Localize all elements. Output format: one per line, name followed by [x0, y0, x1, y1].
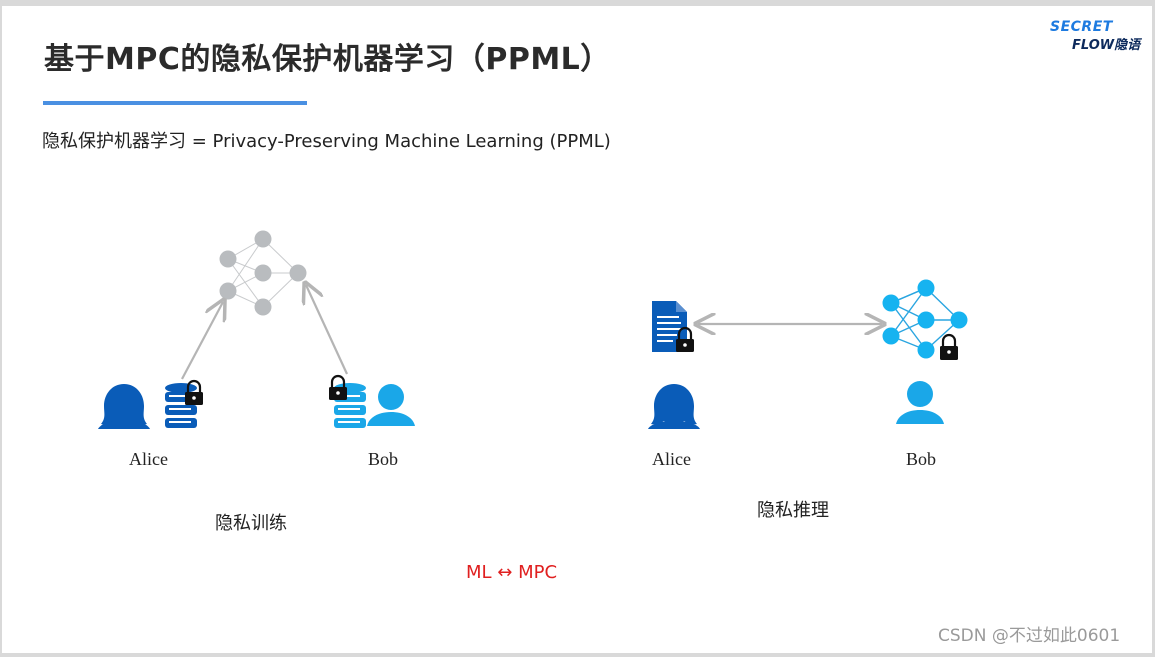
- alice-database-icon: [165, 383, 197, 428]
- diagram-canvas: [98, 230, 968, 429]
- alice-to-model-arrow: [181, 302, 223, 380]
- definition-text: 隐私保护机器学习 = Privacy-Preserving Machine Le…: [42, 131, 611, 152]
- bob-to-model-arrow: [306, 285, 348, 375]
- logo-top-text: SECRET: [1050, 19, 1113, 35]
- inference-section-label: 隐私推理: [757, 500, 829, 521]
- csdn-watermark: CSDN @不过如此0601: [938, 626, 1121, 646]
- slide: 基于MPC的隐私保护机器学习（PPML） SECRET FLOW隐语 隐私保护机…: [2, 6, 1152, 653]
- training-bob-label: Bob: [368, 449, 399, 469]
- bob-data-lock-icon: [329, 374, 347, 400]
- bob-inference-person-icon: [896, 381, 944, 424]
- secretflow-logo: SECRET FLOW隐语: [1050, 19, 1146, 53]
- bob-model-lock-icon: [940, 333, 958, 360]
- title-underline: [43, 101, 307, 105]
- bob-person-icon: [367, 384, 415, 426]
- logo-bottom-text: FLOW隐语: [1072, 38, 1141, 53]
- inference-alice-label: Alice: [652, 449, 691, 469]
- training-section-label: 隐私训练: [215, 513, 287, 534]
- alice-input-lock-icon: [676, 326, 694, 352]
- inference-bob-label: Bob: [906, 449, 937, 469]
- alice-inference-person-icon: [648, 384, 700, 429]
- ml-mpc-caption: ML ↔ MPC: [466, 562, 558, 583]
- training-alice-label: Alice: [129, 449, 168, 469]
- alice-data-lock-icon: [185, 379, 203, 405]
- page-title: 基于MPC的隐私保护机器学习（PPML）: [44, 42, 611, 77]
- alice-person-icon: [98, 384, 150, 429]
